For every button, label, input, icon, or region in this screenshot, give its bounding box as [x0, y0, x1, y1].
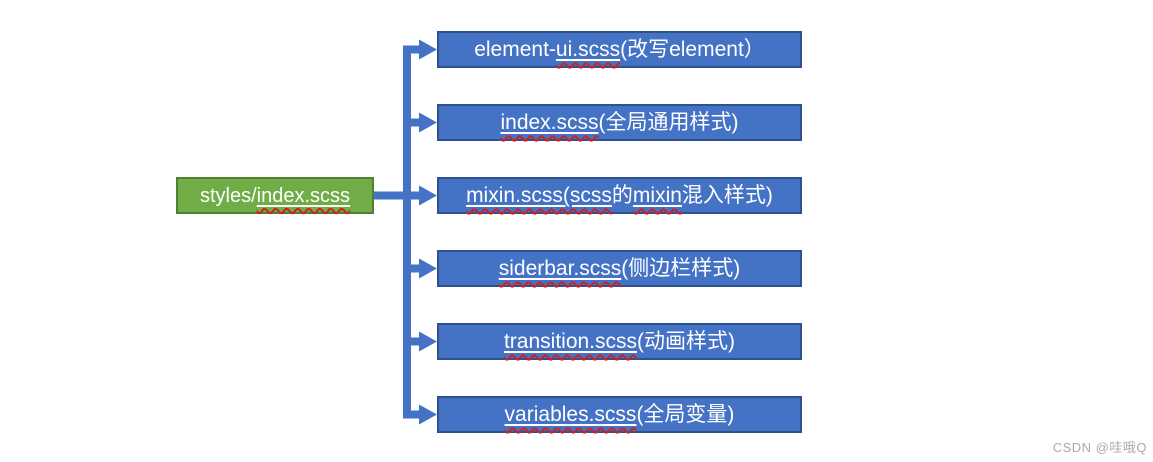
filename-flagged-text: siderbar.scss [498, 257, 622, 280]
label-text: (全局变量) [636, 403, 735, 426]
file-node-siderbar-scss: siderbar.scss(侧边栏样式) [437, 250, 802, 287]
file-node-variables-scss: variables.scss(全局变量) [437, 396, 802, 433]
label-text: styles/ [199, 184, 257, 207]
label-text: (侧边栏样式) [621, 257, 741, 280]
label-text: (改写element） [620, 38, 765, 61]
file-node-transition-scss: transition.scss(动画样式) [437, 323, 802, 360]
filename-flagged-text: mixin [632, 184, 682, 207]
root-node-label: styles/index.scss [200, 186, 350, 206]
connector-arrowhead-3 [419, 185, 437, 206]
connector-arrowhead-4 [419, 258, 437, 279]
connector-trunk [403, 45, 420, 419]
file-node-label: element-ui.scss(改写element） [474, 39, 765, 60]
filename-flagged-text: variables.scss [504, 403, 637, 426]
connector-arrowhead-6 [419, 404, 437, 425]
file-node-label: variables.scss(全局变量) [505, 404, 735, 425]
filename-flagged-text: index.scss [500, 111, 599, 134]
file-node-label: mixin.scss(scss的mixin混入样式) [466, 185, 773, 206]
label-text: (动画样式) [637, 330, 736, 353]
file-node-label: siderbar.scss(侧边栏样式) [499, 258, 741, 279]
filename-flagged-text: transition.scss [503, 330, 638, 353]
file-node-label: index.scss(全局通用样式) [500, 112, 738, 133]
filename-flagged-text: index.scss [256, 184, 351, 207]
label-text: 混入样式) [681, 184, 773, 207]
connector-arrowhead-5 [419, 331, 437, 352]
label-text: 的 [611, 184, 633, 207]
file-node-element-ui-scss: element-ui.scss(改写element） [437, 31, 802, 68]
filename-flagged-text: ui.scss [555, 38, 621, 61]
file-node-label: transition.scss(动画样式) [504, 331, 735, 352]
connector-arrowhead-1 [419, 39, 437, 60]
label-text: element- [474, 38, 556, 61]
connector-arrowhead-2 [419, 112, 437, 133]
file-node-index-scss: index.scss(全局通用样式) [437, 104, 802, 141]
watermark: CSDN @哇哦Q [1052, 440, 1147, 455]
filename-flagged-text: mixin.scss(scss [466, 184, 612, 207]
root-node-styles-index-scss: styles/index.scss [176, 177, 374, 214]
label-text: (全局通用样式) [598, 111, 739, 134]
file-node-mixin-scss: mixin.scss(scss的mixin混入样式) [437, 177, 802, 214]
